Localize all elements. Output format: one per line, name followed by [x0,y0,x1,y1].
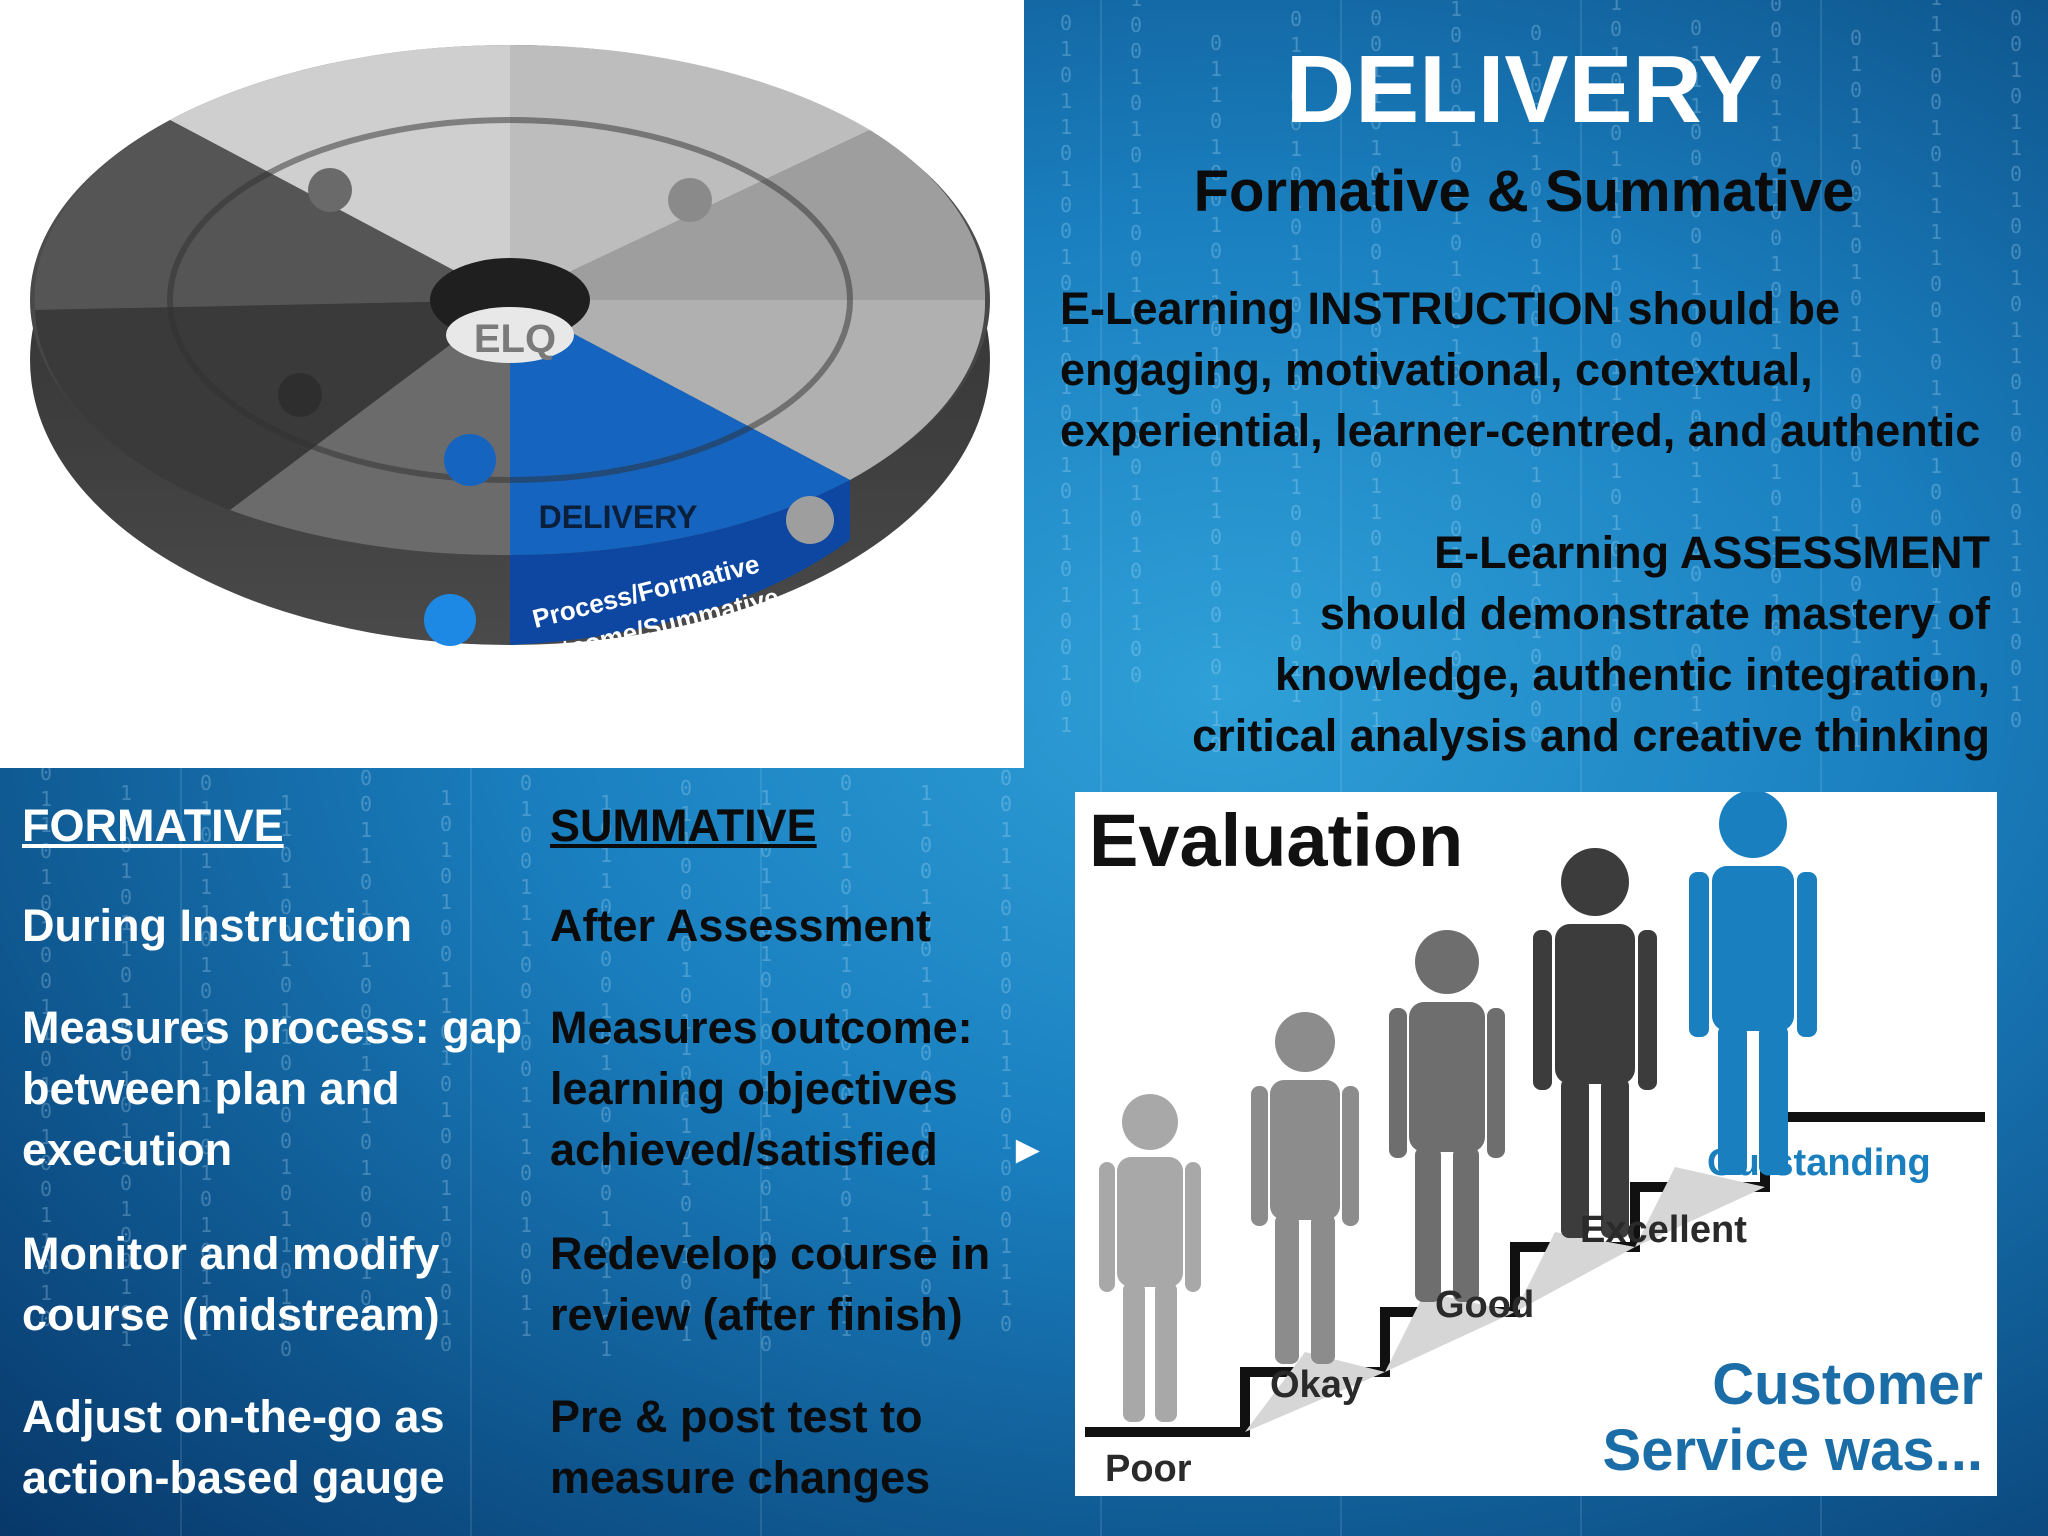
level-label: Okay [1270,1364,1363,1406]
summative-item: Redevelop course in review (after finish… [550,1228,991,1340]
wedge-right-upper [510,130,986,300]
person-okay [1251,1012,1359,1364]
formative-item: Measures process: gap between plan and e… [22,1002,523,1175]
formative-item: During Instruction [22,900,412,951]
delivery-wedge [510,300,850,555]
assessment-line: knowledge, authentic integration, [1274,649,1990,700]
slide-subtitle: Formative & Summative [1193,159,1855,224]
assessment-line: should demonstrate mastery of [1319,588,1990,639]
person-good [1389,930,1505,1302]
wedge-top [510,44,870,301]
play-arrow-icon: ► [1008,1128,1048,1172]
person-excellent [1533,848,1657,1238]
person-poor [1099,1094,1201,1422]
assessment-line: E-Learning ASSESSMENT [1434,527,1990,578]
level-label: Poor [1105,1448,1192,1490]
level-label: Excellent [1580,1209,1747,1251]
inner-ring [167,117,853,483]
evaluation-title: Evaluation [1089,799,1464,882]
instruction-paragraph: E-Learning INSTRUCTION should be engagin… [1060,283,1981,456]
formative-item: Monitor and modify course (midstream) [22,1228,440,1340]
formative-item: Adjust on-the-go as action-based gauge [22,1391,445,1503]
level-label: Good [1435,1284,1535,1326]
assessment-line: critical analysis and creative thinking [1192,710,1990,761]
delivery-wedge-side [510,480,850,645]
center-label: ELQ [474,317,556,361]
wedge-left-upper [34,120,511,310]
customer-service-tagline: Customer Service was... [1603,1352,1983,1484]
summative-item: After Assessment [550,900,931,951]
level-label: Outstanding [1707,1142,1931,1184]
wedge-bottom-left [230,300,510,556]
slide-title: DELIVERY [1285,36,1763,143]
wedge-right-lower [510,300,986,480]
person-outstanding [1689,792,1817,1175]
evaluation-graphic: Evaluation Poor Okay Good Excellent Outs… [1075,792,1997,1496]
wedge-left-lower [35,300,510,510]
summative-item: Measures outcome: learning objectives ac… [550,1002,973,1175]
tagline-line: Customer [1712,1352,1983,1417]
assessment-paragraph: E-Learning ASSESSMENT should demonstrate… [1060,522,1990,766]
tagline-line: Service was... [1602,1418,1983,1483]
summative-item: Pre & post test to measure changes [550,1391,931,1503]
formative-heading: FORMATIVE [22,800,284,851]
delivery-wedge-label: DELIVERY [539,499,698,535]
puzzle-wheel-diagram: ELQ DELIVERY Process/Formative Outcome/S… [0,0,1024,768]
summative-heading: SUMMATIVE [550,800,817,851]
